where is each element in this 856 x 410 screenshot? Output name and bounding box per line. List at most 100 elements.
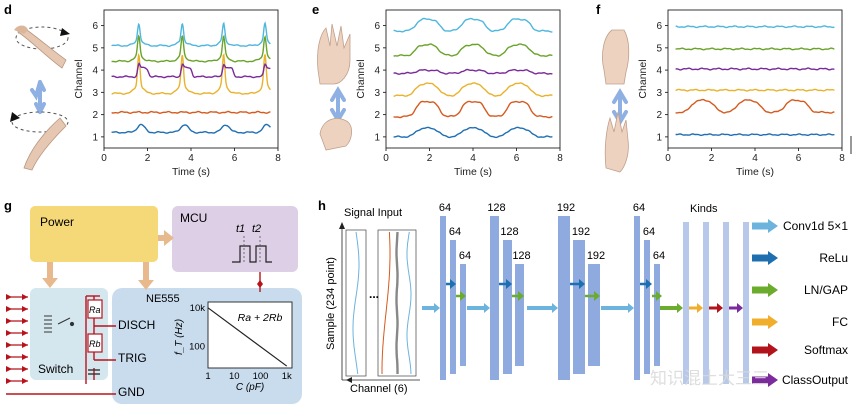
filter-count-label: 64 xyxy=(459,250,471,262)
legend-swatch xyxy=(752,254,770,262)
legend-label: Softmax xyxy=(804,343,848,357)
x-tick-label: 6 xyxy=(514,153,520,164)
relu-arrow-head xyxy=(579,279,585,289)
conv-block xyxy=(573,240,585,374)
y-tick-label: 5 xyxy=(92,43,98,54)
pin-gnd: GND xyxy=(118,385,145,399)
input-arrow-head xyxy=(6,354,12,360)
signal-input-label: Signal Input xyxy=(344,207,402,219)
hand-illustration-d xyxy=(10,25,70,171)
x-tick-label: 2 xyxy=(145,153,151,164)
classoutput-arrow-head xyxy=(737,303,743,313)
inset-x-tick-label: 10 xyxy=(229,371,240,382)
relu-arrow-head xyxy=(506,279,512,289)
inset-annotation: Ra + 2Rb xyxy=(238,312,283,324)
mcu-label: MCU xyxy=(180,211,207,225)
series-line-ch3 xyxy=(111,52,271,95)
inset-y-tick-label: 100 xyxy=(189,342,205,353)
conv-block xyxy=(634,216,640,380)
softmax-arrow-head xyxy=(717,303,723,313)
input-arrow-head xyxy=(22,366,28,372)
pin-disch: DISCH xyxy=(118,318,155,332)
y-tick-label: 3 xyxy=(92,88,98,99)
resistor-ra xyxy=(87,299,103,319)
x-axis-label: Time (s) xyxy=(736,166,774,178)
input-arrow-head xyxy=(6,330,12,336)
fc-block xyxy=(683,222,689,384)
relu-arrow-head xyxy=(450,279,456,289)
x-tick-label: 4 xyxy=(470,153,476,164)
fc-block xyxy=(703,222,709,384)
pulse-waveform xyxy=(232,245,272,263)
legend-swatch xyxy=(752,318,770,326)
power-block xyxy=(30,206,158,262)
legend-arrow-head xyxy=(768,283,778,297)
legend-swatch xyxy=(752,222,770,230)
conv-block xyxy=(654,264,660,366)
input-arrow-head xyxy=(22,354,28,360)
conv-block xyxy=(450,240,456,374)
series-line-ch6 xyxy=(111,21,271,48)
filter-count-label: 128 xyxy=(512,250,530,262)
panel-label-f: f xyxy=(596,2,601,17)
series-line-ch2 xyxy=(393,100,553,119)
conv-block xyxy=(644,240,650,374)
legend-arrow-head xyxy=(768,373,778,387)
t1-label: t1 xyxy=(236,223,245,235)
filter-count-label: 128 xyxy=(500,226,518,238)
filter-count-label: 128 xyxy=(487,202,505,214)
inset-x-tick-label: 100 xyxy=(253,371,269,382)
plot-frame xyxy=(667,9,843,149)
legend-arrow-head xyxy=(768,343,778,357)
y-tick-label: 1 xyxy=(656,132,662,143)
inset-x-label: C (pF) xyxy=(236,382,264,393)
x-tick-label: 0 xyxy=(665,153,671,164)
ln-arrow-head xyxy=(518,291,524,301)
mcu-connector-icon xyxy=(257,272,263,292)
rb-label: Rb xyxy=(89,339,101,349)
y-tick-label: 6 xyxy=(656,21,662,32)
switch-symbol-icon xyxy=(44,315,75,333)
conv-block xyxy=(460,264,466,366)
x-tick-label: 0 xyxy=(101,153,107,164)
series-line-ch4 xyxy=(675,67,835,71)
y-tick-label: 1 xyxy=(374,132,380,143)
legend-swatch xyxy=(752,346,770,354)
input-arrow-head xyxy=(22,342,28,348)
panel-label-d: d xyxy=(4,2,12,17)
conv-block xyxy=(515,264,524,366)
x-axis-label: Time (s) xyxy=(172,166,210,178)
arrow-head xyxy=(138,280,154,290)
circuit-diagram: Power MCU t1 t2 NE555 Switch DISCH TRIG … xyxy=(6,206,302,404)
filter-count-label: 64 xyxy=(643,226,655,238)
input-signal-trace xyxy=(395,231,399,374)
legend-label: Conv1d 5×1 xyxy=(783,219,848,233)
inset-y-label: f_T (Hz) xyxy=(174,319,185,355)
conv-block xyxy=(558,216,570,380)
series-line-ch2 xyxy=(111,110,271,115)
inset-y-tick-label: 10k xyxy=(190,303,206,314)
fc-arrow-head xyxy=(697,303,703,313)
conv-block xyxy=(490,216,499,380)
conv-arrow-head xyxy=(434,303,440,313)
series-line-ch5 xyxy=(675,47,835,51)
input-signals xyxy=(345,229,417,377)
power-label: Power xyxy=(40,215,74,229)
arrow-head xyxy=(42,278,58,288)
conv-arrow-head xyxy=(484,303,490,313)
y-tick-label: 6 xyxy=(92,21,98,32)
panel-label-h: h xyxy=(318,198,326,213)
input-arrow-head xyxy=(6,342,12,348)
panel-label-g: g xyxy=(4,198,12,213)
inset-frame xyxy=(207,301,293,369)
kinds-label: Kinds xyxy=(690,203,718,215)
legend-label: ClassOutput xyxy=(782,373,849,387)
input-signal-trace xyxy=(406,231,412,375)
filter-count-label: 64 xyxy=(449,226,461,238)
y-tick-label: 5 xyxy=(374,43,380,54)
y-tick-label: 4 xyxy=(374,66,380,77)
y-axis-label: Channel xyxy=(355,59,367,98)
sample-axis-label: Sample (234 point) xyxy=(325,257,337,350)
